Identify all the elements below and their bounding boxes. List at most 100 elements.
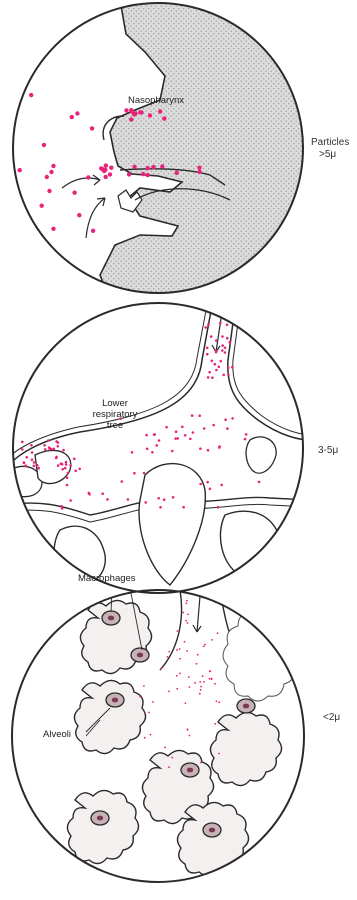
particle-dot [88, 492, 91, 495]
particle-dot [44, 448, 47, 451]
particle-size-label-large-line2: >5μ [311, 149, 357, 161]
particle-dot [164, 747, 166, 749]
macrophage-nucleus [112, 698, 118, 703]
particle-dot [86, 175, 90, 179]
particle-dot [69, 499, 72, 502]
particle-dot [42, 143, 46, 147]
alveolar-cluster-bottom-left [67, 790, 138, 863]
particle-dot [203, 646, 205, 648]
particle-dot [124, 108, 128, 112]
particle-dot [197, 654, 199, 656]
particle-dot [144, 737, 146, 739]
particle-dot [199, 447, 202, 450]
particle-dot [162, 116, 166, 120]
particle-dot [47, 439, 50, 442]
particle-dot [207, 449, 210, 452]
particle-dot [227, 374, 230, 377]
particle-dot [143, 472, 146, 475]
particle-dot [219, 322, 222, 325]
particle-dot [55, 457, 58, 460]
particle-dot [218, 446, 221, 449]
particle-dot [36, 464, 39, 467]
particle-dot [141, 172, 145, 176]
particle-dot [171, 757, 173, 759]
particle-dot [209, 488, 212, 491]
particle-dot [185, 620, 187, 622]
particle-dot [208, 371, 211, 374]
particle-dot [196, 663, 198, 665]
particle-dot [150, 734, 152, 736]
particle-dot [146, 173, 150, 177]
particle-dot [187, 614, 189, 616]
macrophage-nucleus [209, 828, 215, 833]
particle-dot [171, 450, 174, 453]
particle-dot [185, 702, 187, 704]
particle-dot [40, 204, 44, 208]
particle-dot [209, 671, 211, 673]
particle-dot [78, 468, 81, 471]
macrophage-nucleus [243, 704, 249, 709]
particle-dot [29, 93, 33, 97]
particle-dot [191, 414, 194, 417]
particle-dot [184, 641, 186, 643]
particle-dot [132, 112, 136, 116]
particle-dot [146, 448, 149, 451]
particle-dot [168, 651, 170, 653]
particle-dot [224, 351, 227, 354]
particle-dot [189, 735, 191, 737]
particle-dot [101, 492, 104, 495]
particle-dot [223, 309, 226, 312]
particle-dot [49, 170, 53, 174]
particle-dot [160, 164, 164, 168]
particle-dot [37, 467, 40, 470]
particle-dot [211, 360, 214, 363]
airflow-arrow-bronchiole [197, 596, 200, 632]
particle-dot [227, 367, 230, 370]
particle-dot [33, 465, 36, 468]
particle-dot [151, 165, 155, 169]
particle-dot [174, 437, 177, 440]
particle-dot [104, 175, 108, 179]
particle-dot [129, 108, 133, 112]
particle-dot [144, 501, 147, 504]
particle-dot [176, 688, 178, 690]
particle-dot [226, 337, 229, 340]
particle-dot [226, 427, 229, 430]
particle-dot [49, 448, 52, 451]
particle-dot [231, 366, 234, 369]
particle-dot [221, 335, 224, 338]
particle-dot [213, 304, 216, 307]
particle-size-label-large: Particles >5μ [311, 137, 357, 161]
particle-dot [139, 696, 141, 698]
particle-dot [31, 458, 34, 461]
particle-dot [188, 676, 190, 678]
particle-dot [155, 444, 158, 447]
particle-dot [61, 463, 64, 466]
particle-dot [204, 644, 206, 646]
particle-dot [43, 444, 46, 447]
particle-dot [65, 461, 68, 464]
particle-dot [62, 449, 65, 452]
particle-dot [176, 630, 178, 632]
particle-dot [215, 339, 218, 342]
particle-dot [203, 681, 205, 683]
particle-dot [146, 166, 150, 170]
particle-dot [186, 650, 188, 652]
particle-dot [210, 335, 213, 338]
particle-dot [204, 326, 207, 329]
nasopharynx-label: Nasopharynx [128, 95, 184, 106]
particle-dot [211, 678, 213, 680]
particle-dot [65, 463, 68, 466]
particle-dot [221, 349, 224, 352]
particle-dot [77, 213, 81, 217]
particle-dot [64, 467, 67, 470]
particle-dot [221, 344, 224, 347]
particle-dot [233, 314, 236, 317]
particle-dot [245, 433, 248, 436]
particle-dot [218, 366, 221, 369]
particle-dot [30, 444, 33, 447]
particle-dot [23, 461, 26, 464]
particle-dot [168, 691, 170, 693]
particle-dot [129, 117, 133, 121]
particle-dot [108, 172, 112, 176]
